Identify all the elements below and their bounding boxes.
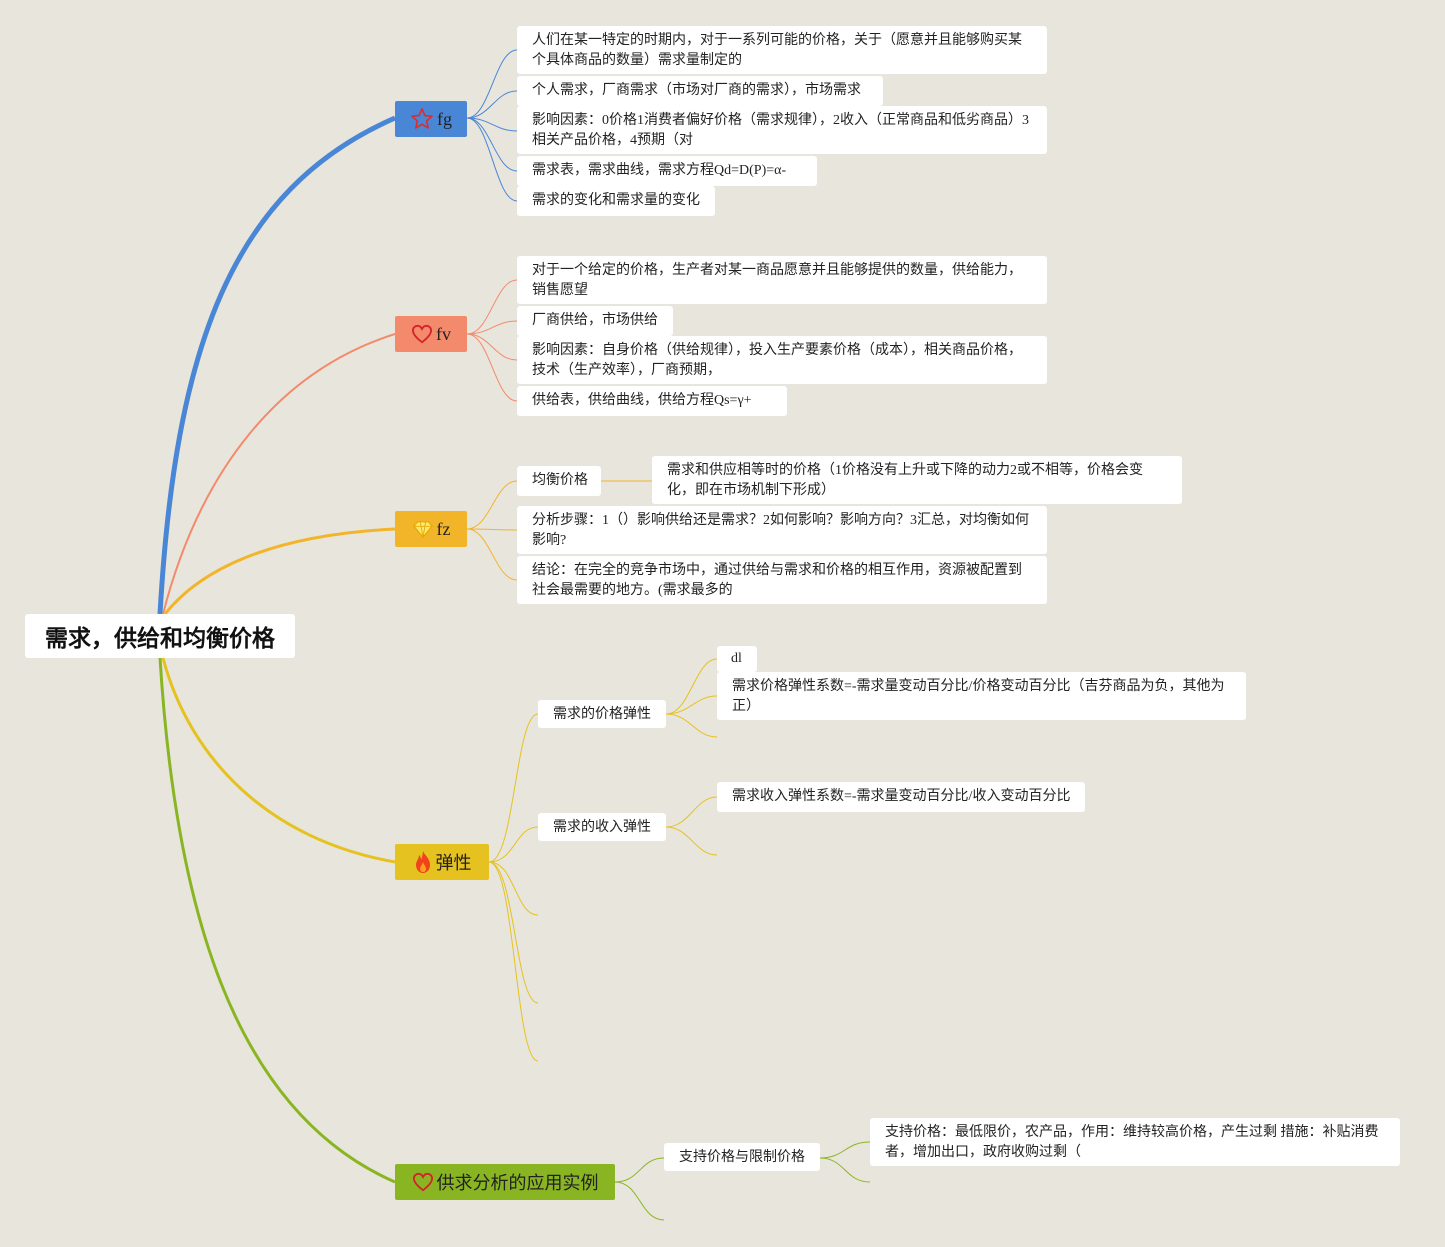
fire-icon [413,850,433,874]
diamond-icon [412,519,434,539]
fz-leaf-analysis-steps[interactable]: 分析步骤：1（）影响供给还是需求？2如何影响？影响方向？3汇总，对均衡如何影响? [517,506,1047,554]
branch-fv[interactable]: fv [395,316,467,352]
fz-equilibrium-detail[interactable]: 需求和供应相等时的价格（1价格没有上升或下降的动力2或不相等，价格会变化，即在市… [652,456,1182,504]
elasticity-price-leaf-coefficient[interactable]: 需求价格弹性系数=-需求量变动百分比/价格变动百分比（吉芬商品为负，其他为正） [717,672,1246,720]
fz-leaf-equilibrium[interactable]: 均衡价格 [517,466,601,496]
branch-application-label: 供求分析的应用实例 [436,1173,599,1194]
branch-elasticity[interactable]: 弹性 [395,844,489,880]
fg-leaf-definition[interactable]: 人们在某一特定的时期内，对于一系列可能的价格，关于（愿意并且能够购买某个具体商品… [517,26,1047,74]
fv-leaf-supply-equation[interactable]: 供给表，供给曲线，供给方程Qs=γ+ [517,386,787,416]
elasticity-income-topic[interactable]: 需求的收入弹性 [538,813,666,841]
heart-icon [411,324,433,344]
branch-fv-label: fv [436,323,451,344]
fv-leaf-supply-types[interactable]: 厂商供给，市场供给 [517,306,673,336]
elasticity-income-leaf-coefficient[interactable]: 需求收入弹性系数=-需求量变动百分比/收入变动百分比 [717,782,1085,812]
heart-icon [412,1172,434,1192]
application-support-topic[interactable]: 支持价格与限制价格 [664,1143,820,1171]
root-topic[interactable]: 需求，供给和均衡价格 [25,614,295,658]
elasticity-price-leaf-dl[interactable]: dl [717,646,757,672]
fv-leaf-definition[interactable]: 对于一个给定的价格，生产者对某一商品愿意并且能够提供的数量，供给能力，销售愿望 [517,256,1047,304]
fv-leaf-factors[interactable]: 影响因素：自身价格（供给规律），投入生产要素价格（成本），相关商品价格，技术（生… [517,336,1047,384]
elasticity-price-topic[interactable]: 需求的价格弹性 [538,700,666,728]
branch-application[interactable]: 供求分析的应用实例 [395,1164,615,1200]
fg-leaf-demand-change[interactable]: 需求的变化和需求量的变化 [517,186,715,216]
branch-fz[interactable]: fz [395,511,467,547]
star-icon [410,107,434,131]
application-support-leaf[interactable]: 支持价格：最低限价，农产品，作用：维持较高价格，产生过剩 措施：补贴消费者，增加… [870,1118,1400,1166]
fg-leaf-demand-types[interactable]: 个人需求，厂商需求（市场对厂商的需求），市场需求 [517,76,883,106]
branch-fg-label: fg [437,108,452,129]
fg-leaf-factors[interactable]: 影响因素：0价格1消费者偏好价格（需求规律），2收入（正常商品和低劣商品）3相关… [517,106,1047,154]
fz-leaf-conclusion[interactable]: 结论：在完全的竞争市场中，通过供给与需求和价格的相互作用，资源被配置到社会最需要… [517,556,1047,604]
root-topic-title: 需求，供给和均衡价格 [45,626,275,652]
branch-fz-label: fz [436,518,451,539]
branch-elasticity-label: 弹性 [435,853,472,874]
fg-leaf-demand-equation[interactable]: 需求表，需求曲线，需求方程Qd=D(P)=α- [517,156,817,186]
branch-fg[interactable]: fg [395,101,467,137]
